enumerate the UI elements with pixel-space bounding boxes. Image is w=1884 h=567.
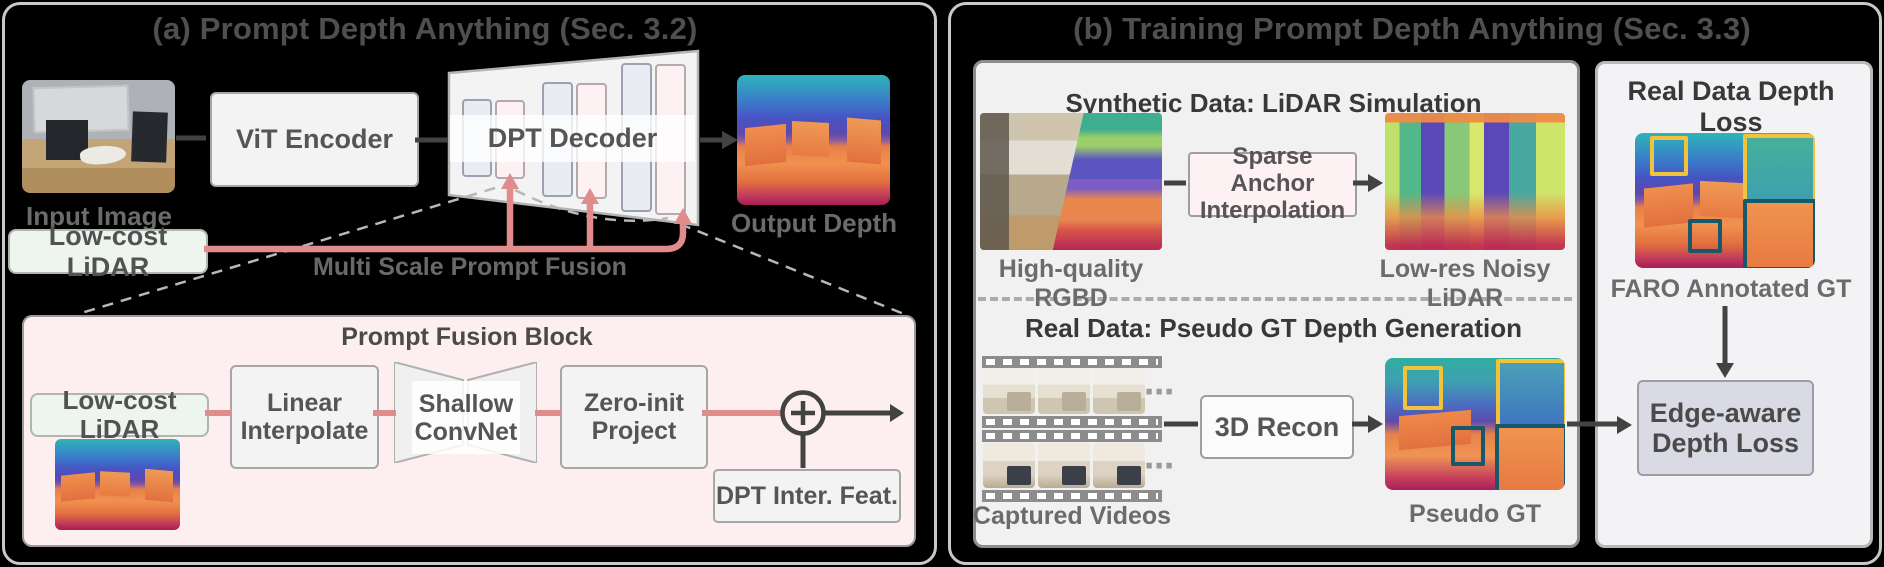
section-divider — [978, 297, 1572, 301]
patch-inset-teal — [1743, 199, 1815, 268]
fusion-low-cost-lidar-label: Low-cost LiDAR — [62, 384, 177, 444]
lowres-noisy-lidar-label: Low-res Noisy LiDAR — [1379, 255, 1551, 312]
edge-aware-depth-loss-box: Edge-aware Depth Loss — [1637, 380, 1814, 476]
fusion-low-cost-lidar-box: Low-cost LiDAR — [30, 385, 209, 444]
dpt-inter-feat-box: DPT Inter. Feat. — [713, 469, 901, 523]
pseudo-gt-label: Pseudo GT — [1409, 500, 1541, 528]
shallow-convnet-line2: ConvNet — [414, 417, 518, 446]
edge-aware-line2: Depth Loss — [1651, 428, 1799, 458]
vit-encoder-box: ViT Encoder — [210, 92, 419, 187]
patch-inset-yellow — [1496, 359, 1565, 431]
depth-monitor-shape — [1644, 183, 1693, 228]
captured-video-frame — [1093, 369, 1145, 414]
linear-interpolate-box: Linear Interpolate — [230, 365, 379, 469]
depth-monitor-shape — [744, 123, 786, 166]
depth-monitor-shape — [100, 470, 130, 497]
panel-b-title: (b) Training Prompt Depth Anything (Sec.… — [1073, 11, 1751, 46]
depth-monitor-shape — [847, 117, 881, 165]
edge-aware-line1: Edge-aware — [1649, 397, 1802, 428]
patch-annotation-teal — [1688, 219, 1722, 253]
linear-interpolate-line2: Interpolate — [240, 417, 369, 445]
lowres-noisy-lidar-image — [1385, 113, 1565, 250]
real-data-depth-loss-header: Real Data Depth Loss — [1627, 76, 1835, 137]
faro-annotated-gt-label: FARO Annotated GT — [1610, 275, 1852, 303]
film-strip-bar — [982, 430, 1162, 442]
sparse-anchor-line2: Interpolation — [1199, 196, 1346, 224]
recon-label: 3D Recon — [1214, 411, 1340, 442]
depth-monitor-shape — [792, 120, 829, 157]
sparse-anchor-box: Sparse Anchor Interpolation — [1188, 143, 1357, 224]
multi-scale-fusion-label: Multi Scale Prompt Fusion — [313, 253, 627, 281]
high-quality-rgbd-label: High-quality RGBD — [998, 255, 1144, 312]
pseudo-gt-image — [1385, 358, 1565, 490]
output-depth-label: Output Depth — [730, 208, 898, 238]
monitor-shape — [131, 111, 169, 162]
faro-gt-image — [1635, 133, 1815, 268]
captured-video-frame — [1038, 369, 1090, 414]
zero-init-line2: Project — [591, 417, 677, 445]
zero-init-line1: Zero-init — [584, 389, 684, 417]
dpt-decoder-band: DPT Decoder — [450, 115, 695, 162]
shallow-convnet-band: Shallow ConvNet — [412, 381, 520, 454]
fusion-lidar-depth-image — [55, 439, 180, 530]
sparse-anchor-line1: Sparse Anchor — [1230, 143, 1315, 198]
dpt-inter-feat-label: DPT Inter. Feat. — [716, 482, 898, 510]
vit-encoder-label: ViT Encoder — [235, 124, 394, 155]
zero-init-project-box: Zero-init Project — [560, 365, 708, 469]
dpt-decoder-label: DPT Decoder — [487, 123, 658, 153]
rgb-photo-half — [980, 113, 1084, 250]
low-cost-lidar-box: Low-cost LiDAR — [8, 221, 208, 282]
patch-annotation-yellow — [1403, 366, 1443, 410]
patch-inset-teal — [1495, 424, 1565, 490]
captured-video-frame — [1038, 443, 1090, 488]
real-data-header: Real Data: Pseudo GT Depth Generation — [1025, 313, 1522, 343]
film-strip-bar — [982, 356, 1162, 368]
ellipsis-row2: ⋯ — [1144, 450, 1174, 483]
recon-box: 3D Recon — [1200, 395, 1354, 459]
ellipsis-row1: ⋯ — [1144, 376, 1174, 409]
prompt-fusion-title: Prompt Fusion Block — [341, 323, 593, 351]
depth-monitor-shape — [61, 472, 95, 503]
patch-inset-yellow — [1743, 134, 1815, 206]
captured-video-frame — [983, 443, 1035, 488]
film-strip-bar — [982, 416, 1162, 428]
low-cost-lidar-label: Low-cost LiDAR — [48, 221, 168, 282]
shallow-convnet-line1: Shallow — [418, 389, 514, 418]
captured-video-frame — [983, 369, 1035, 414]
captured-video-frame — [1093, 443, 1145, 488]
output-depth-image — [737, 75, 890, 205]
input-image — [22, 80, 175, 193]
linear-interpolate-line1: Linear — [266, 389, 343, 417]
captured-videos-label: Captured Videos — [972, 502, 1172, 530]
film-strip-bar — [982, 490, 1162, 502]
depth-monitor-shape — [145, 468, 173, 503]
patch-annotation-yellow — [1650, 136, 1688, 176]
patch-annotation-teal — [1451, 426, 1485, 466]
panel-a-title: (a) Prompt Depth Anything (Sec. 3.2) — [152, 11, 698, 46]
high-quality-rgbd-image — [980, 113, 1162, 250]
depth-monitor-shape — [1699, 180, 1743, 218]
